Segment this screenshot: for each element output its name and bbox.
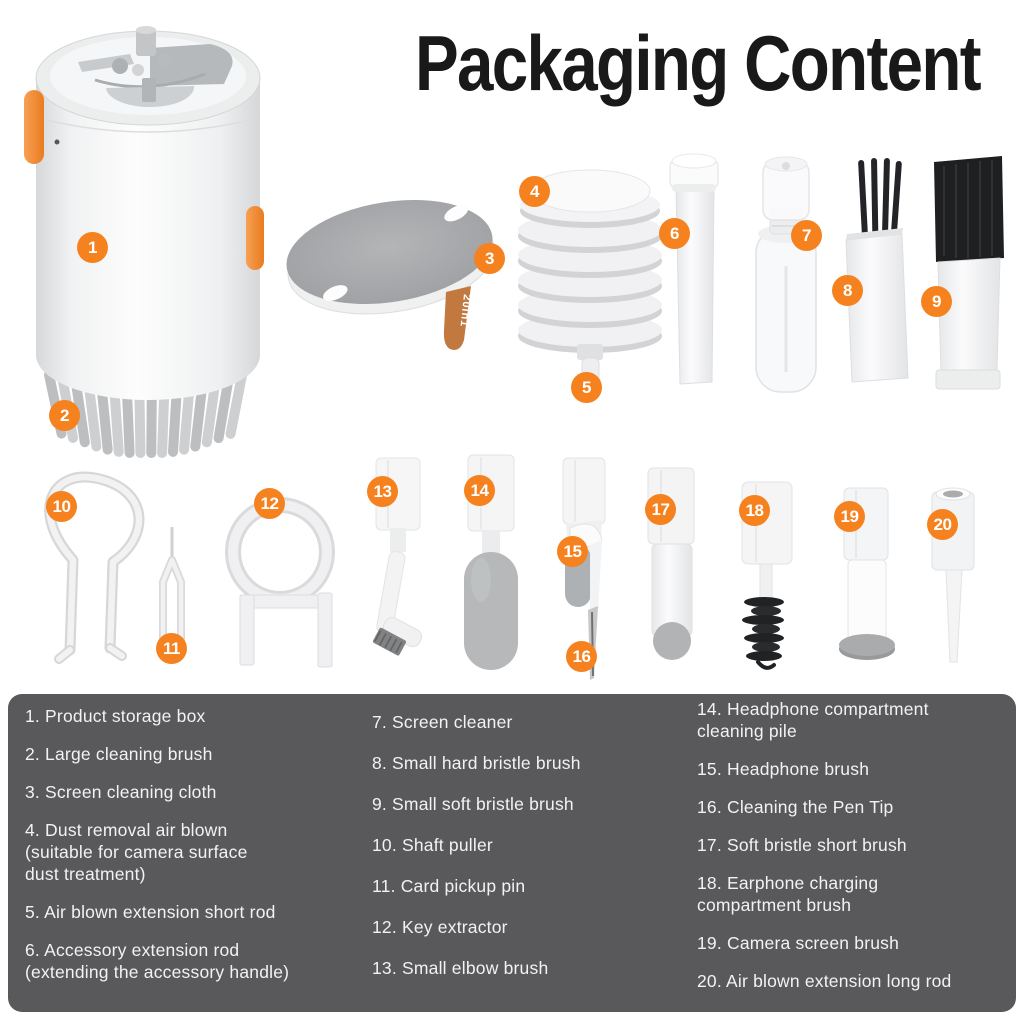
- item-badge-19: 19: [834, 501, 865, 532]
- item-badge-5: 5: [571, 372, 602, 403]
- item-badge-2: 2: [49, 400, 80, 431]
- item-badge-17: 17: [645, 494, 676, 525]
- soft-bristle-short-brush-illustration: [647, 467, 695, 660]
- air-blower-illustration: [518, 169, 662, 399]
- shaft-puller-illustration: [44, 471, 145, 664]
- legend-item-16: 16. Cleaning the Pen Tip: [697, 797, 894, 817]
- product-figure: 20in1: [24, 26, 1004, 680]
- legend-item-3: 3. Screen cleaning cloth: [25, 782, 217, 802]
- legend-item-11: 11. Card pickup pin: [372, 876, 526, 896]
- item-badge-7: 7: [791, 220, 822, 251]
- box-side-button-right: [246, 206, 264, 270]
- item-badge-11: 11: [156, 633, 187, 664]
- item-badge-15: 15: [557, 536, 588, 567]
- soft-bristle-brush-illustration: [934, 156, 1004, 390]
- legend-item-2: 2. Large cleaning brush: [25, 744, 213, 764]
- legend-column-2: 7. Screen cleaner 8. Small hard bristle …: [372, 711, 687, 998]
- accessory-extension-rod-illustration: [669, 153, 719, 385]
- box-side-button-left: [24, 90, 44, 164]
- item-badge-16: 16: [566, 641, 597, 672]
- legend-item-12: 12. Key extractor: [372, 917, 508, 937]
- legend-item-13: 13. Small elbow brush: [372, 958, 549, 978]
- screen-cleaner-bottle-illustration: [755, 156, 817, 393]
- legend-item-7: 7. Screen cleaner: [372, 712, 513, 732]
- cloth-hang-tab: 20in1: [443, 286, 473, 350]
- legend-item-17: 17. Soft bristle short brush: [697, 835, 907, 855]
- item-badge-12: 12: [254, 488, 285, 519]
- legend-item-4: 4. Dust removal air blown (suitable for …: [25, 820, 248, 884]
- item-badge-6: 6: [659, 218, 690, 249]
- legend-item-19: 19. Camera screen brush: [697, 933, 900, 953]
- legend-item-18: 18. Earphone charging compartment brush: [697, 873, 879, 915]
- item-badge-18: 18: [739, 495, 770, 526]
- item-badge-9: 9: [921, 286, 952, 317]
- item-badge-4: 4: [519, 176, 550, 207]
- svg-text:20in1: 20in1: [458, 294, 473, 328]
- item-badge-1: 1: [77, 232, 108, 263]
- key-extractor-illustration: [225, 497, 335, 668]
- legend-item-6: 6. Accessory extension rod (extending th…: [25, 940, 290, 982]
- item-badge-8: 8: [832, 275, 863, 306]
- legend-column-3: 14. Headphone compartment cleaning pile …: [697, 698, 1012, 1008]
- legend-panel: 1. Product storage box 2. Large cleaning…: [8, 694, 1016, 1012]
- legend-item-5: 5. Air blown extension short rod: [25, 902, 276, 922]
- box-top-tools-detail: [78, 26, 233, 108]
- legend-item-8: 8. Small hard bristle brush: [372, 753, 581, 773]
- hard-bristle-brush-illustration: [845, 157, 909, 383]
- legend-item-9: 9. Small soft bristle brush: [372, 794, 574, 814]
- screen-cleaning-cloth-illustration: [286, 200, 495, 315]
- item-badge-3: 3: [474, 243, 505, 274]
- legend-item-20: 20. Air blown extension long rod: [697, 971, 952, 991]
- item-badge-13: 13: [367, 476, 398, 507]
- legend-item-1: 1. Product storage box: [25, 706, 206, 726]
- legend-item-14: 14. Headphone compartment cleaning pile: [697, 699, 929, 741]
- legend-item-15: 15. Headphone brush: [697, 759, 870, 779]
- legend-column-1: 1. Product storage box 2. Large cleaning…: [25, 705, 355, 999]
- item-badge-20: 20: [927, 509, 958, 540]
- item-badge-14: 14: [464, 475, 495, 506]
- legend-item-10: 10. Shaft puller: [372, 835, 493, 855]
- page-title: Packaging Content: [415, 19, 982, 107]
- item-badge-10: 10: [46, 491, 77, 522]
- product-storage-box-illustration: [24, 26, 264, 458]
- cleaning-pile-illustration: [464, 454, 518, 670]
